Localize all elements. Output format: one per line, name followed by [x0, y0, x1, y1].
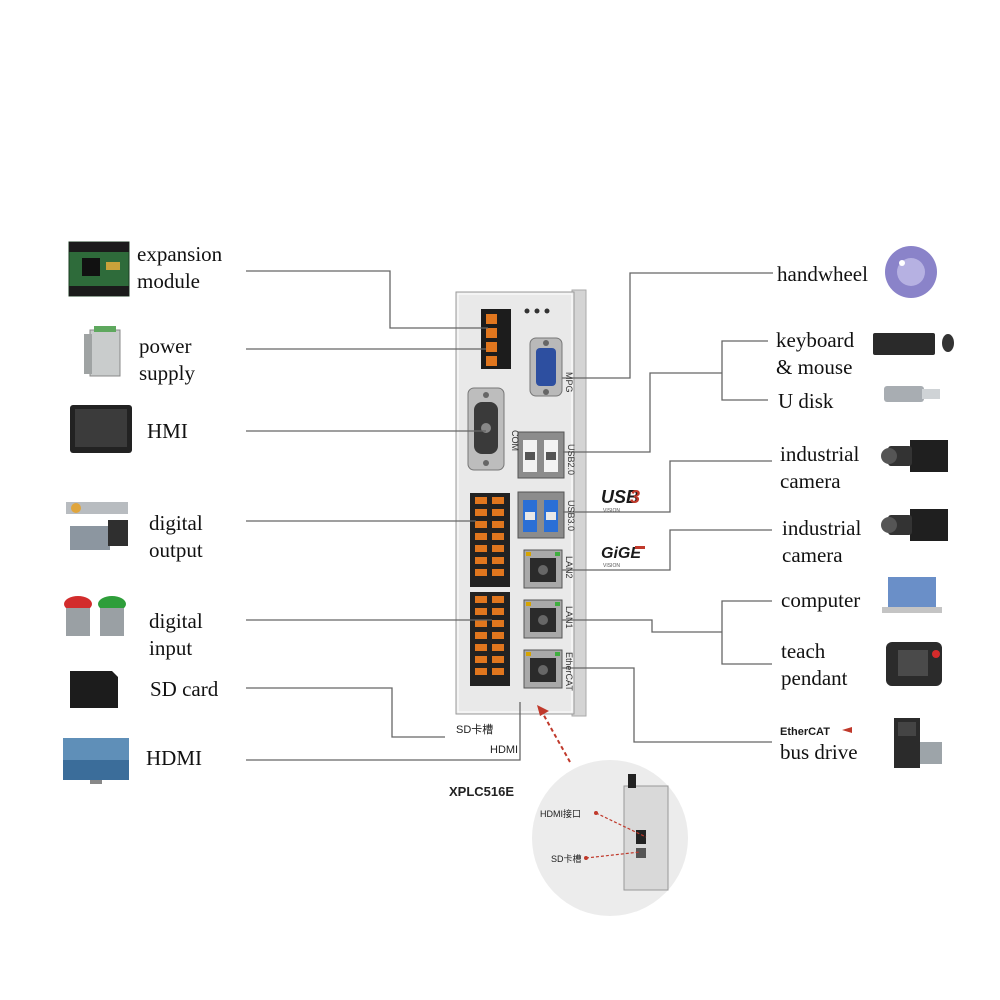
label-digital-input: digital input: [149, 609, 203, 660]
com-port: [467, 387, 505, 471]
teach-pendant-icon: [886, 642, 942, 686]
label-keyboard-mouse: keyboard & mouse: [776, 328, 855, 379]
keyboard-mouse-icon: [873, 333, 954, 355]
label-power-supply: power supply: [139, 334, 196, 385]
label-industrial-camera-gige: industrial camera: [782, 516, 862, 567]
usb2-ports: [517, 431, 565, 479]
svg-text:VISION: VISION: [603, 508, 620, 514]
svg-text:LAN1: LAN1: [564, 606, 574, 629]
controller-device: [455, 289, 587, 717]
industrial-camera-icon-2: [881, 509, 948, 541]
device-model-name: XPLC516E: [449, 784, 515, 799]
svg-text:VISION: VISION: [603, 563, 620, 569]
svg-text:LAN2: LAN2: [564, 556, 574, 579]
expansion-module-icon: [68, 241, 130, 297]
label-bus-drive: bus drive: [780, 740, 858, 764]
label-handwheel: handwheel: [777, 262, 868, 286]
svg-text:USB3.0: USB3.0: [566, 500, 576, 531]
callout-sd-slot: SD卡槽: [551, 854, 582, 864]
label-expansion-module: expansion module: [137, 242, 223, 293]
digital-input-icon: [64, 596, 126, 636]
mpg-port: [529, 337, 563, 397]
power-supply-icon: [84, 326, 121, 377]
digital-input-terminals: [470, 592, 510, 686]
lan2-port: [523, 549, 563, 589]
usb3-ports: [517, 491, 565, 539]
svg-text:USB: USB: [601, 487, 639, 507]
ethercat-port: [523, 649, 563, 689]
callout-hdmi-port: HDMI接口: [540, 809, 581, 819]
svg-text:USB2.0: USB2.0: [566, 444, 576, 475]
lan1-port: [523, 599, 563, 639]
gige-vision-logo: GiGE VISION: [601, 545, 645, 569]
svg-text:EtherCAT: EtherCAT: [564, 652, 574, 691]
connector-lines: [246, 270, 773, 761]
label-device-hdmi: HDMI: [490, 744, 519, 756]
svg-text:MPG: MPG: [564, 372, 574, 393]
label-sd-card: SD card: [150, 677, 219, 701]
label-hmi: HMI: [147, 419, 188, 443]
label-digital-output: digital output: [149, 511, 203, 562]
handwheel-icon: [885, 246, 937, 298]
callout-detail: [532, 705, 688, 916]
label-u-disk: U disk: [778, 389, 834, 413]
power-terminal: [481, 309, 511, 369]
bus-drive-icon: [894, 718, 942, 768]
svg-text:GiGE: GiGE: [601, 545, 642, 562]
u-disk-icon: [884, 386, 940, 402]
label-industrial-camera-usb: industrial camera: [780, 442, 860, 493]
label-computer: computer: [781, 588, 861, 612]
label-teach-pendant: teach pendant: [781, 639, 848, 690]
label-sd-slot: SD卡槽: [456, 724, 494, 736]
digital-output-icon: [66, 502, 128, 550]
ethercat-logo: EtherCAT: [780, 726, 852, 738]
svg-text:COM: COM: [510, 430, 520, 451]
industrial-camera-icon: [881, 440, 948, 472]
hmi-icon: [70, 405, 132, 453]
sd-card-icon: [70, 671, 118, 708]
svg-text:EtherCAT: EtherCAT: [780, 726, 830, 738]
svg-text:3: 3: [630, 487, 640, 507]
device-port-labels: COM MPG USB2.0 USB3.0 LAN2 LAN1 EtherCAT: [510, 372, 576, 691]
label-hdmi: HDMI: [146, 746, 202, 770]
usb3-vision-logo: USB 3 VISION: [601, 487, 640, 514]
digital-output-terminals: [470, 493, 510, 587]
hdmi-monitor-icon: [63, 738, 129, 784]
computer-icon: [882, 577, 942, 613]
